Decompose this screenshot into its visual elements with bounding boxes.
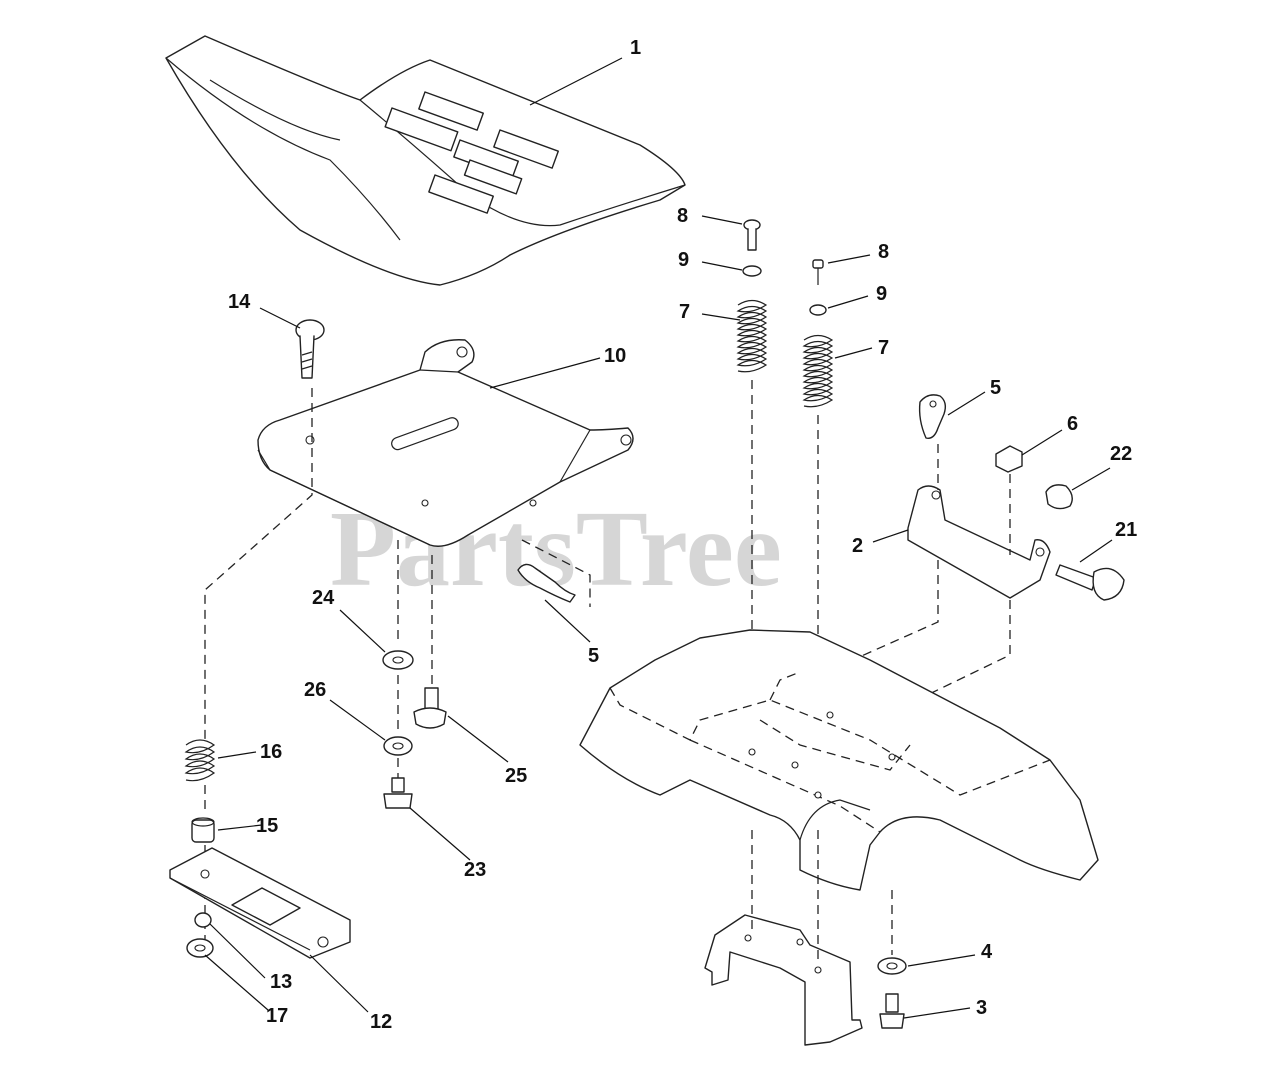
clip-part-right	[918, 394, 947, 439]
bushing-15-part	[191, 817, 215, 843]
callout-10: 10	[604, 345, 626, 367]
washer-9-left-part	[742, 265, 762, 277]
screw-23-part	[383, 777, 413, 809]
callout-6: 6	[1067, 413, 1078, 435]
callout-13: 13	[270, 971, 292, 993]
washer-9-right-part	[809, 304, 827, 316]
seat-part	[165, 35, 686, 286]
callout-9a: 9	[678, 249, 689, 271]
knob-bolt-part	[295, 319, 325, 379]
spring-16-part	[184, 739, 216, 782]
callout-8a: 8	[677, 205, 688, 227]
bolt-8-right-part	[812, 259, 824, 285]
callout-25: 25	[505, 765, 527, 787]
washer-13-part	[194, 912, 212, 928]
bolt-8-left-part	[743, 219, 761, 251]
callout-23: 23	[464, 859, 486, 881]
callout-1: 1	[630, 37, 641, 59]
bolt-25-part	[413, 687, 447, 729]
callout-5a: 5	[990, 377, 1001, 399]
callout-4: 4	[981, 941, 993, 963]
spring-7-right-part	[802, 334, 834, 408]
nut-6-part	[995, 445, 1023, 473]
callout-7a: 7	[679, 301, 690, 323]
callout-21: 21	[1115, 519, 1137, 541]
clip-part-left	[517, 539, 591, 607]
callout-15: 15	[256, 815, 278, 837]
callout-9b: 9	[876, 283, 887, 305]
callout-8b: 8	[878, 241, 889, 263]
callout-16: 16	[260, 741, 282, 763]
callout-17: 17	[266, 1005, 288, 1027]
callout-14: 14	[228, 291, 251, 313]
washer-17-part	[186, 938, 214, 958]
fender-body-part	[579, 629, 1099, 891]
bracket-12-part	[169, 847, 351, 959]
washer-4-part	[877, 957, 907, 975]
support-bracket-part	[704, 914, 863, 1046]
leader-lines	[204, 57, 1113, 1019]
spring-7-left-part	[736, 299, 768, 373]
washer-26-part	[383, 736, 413, 756]
callout-3: 3	[976, 997, 987, 1019]
callout-24: 24	[312, 587, 335, 609]
washer-24-part	[382, 650, 414, 670]
bracket-2-part	[907, 485, 1051, 599]
callout-26: 26	[304, 679, 326, 701]
callout-5b: 5	[588, 645, 599, 667]
callout-12: 12	[370, 1011, 392, 1033]
bolt-3-part	[879, 993, 905, 1029]
bolt-21-part	[1055, 564, 1125, 601]
callout-7b: 7	[878, 337, 889, 359]
callout-2: 2	[852, 535, 863, 557]
callout-22: 22	[1110, 443, 1132, 465]
bushing-22-part	[1045, 484, 1073, 510]
